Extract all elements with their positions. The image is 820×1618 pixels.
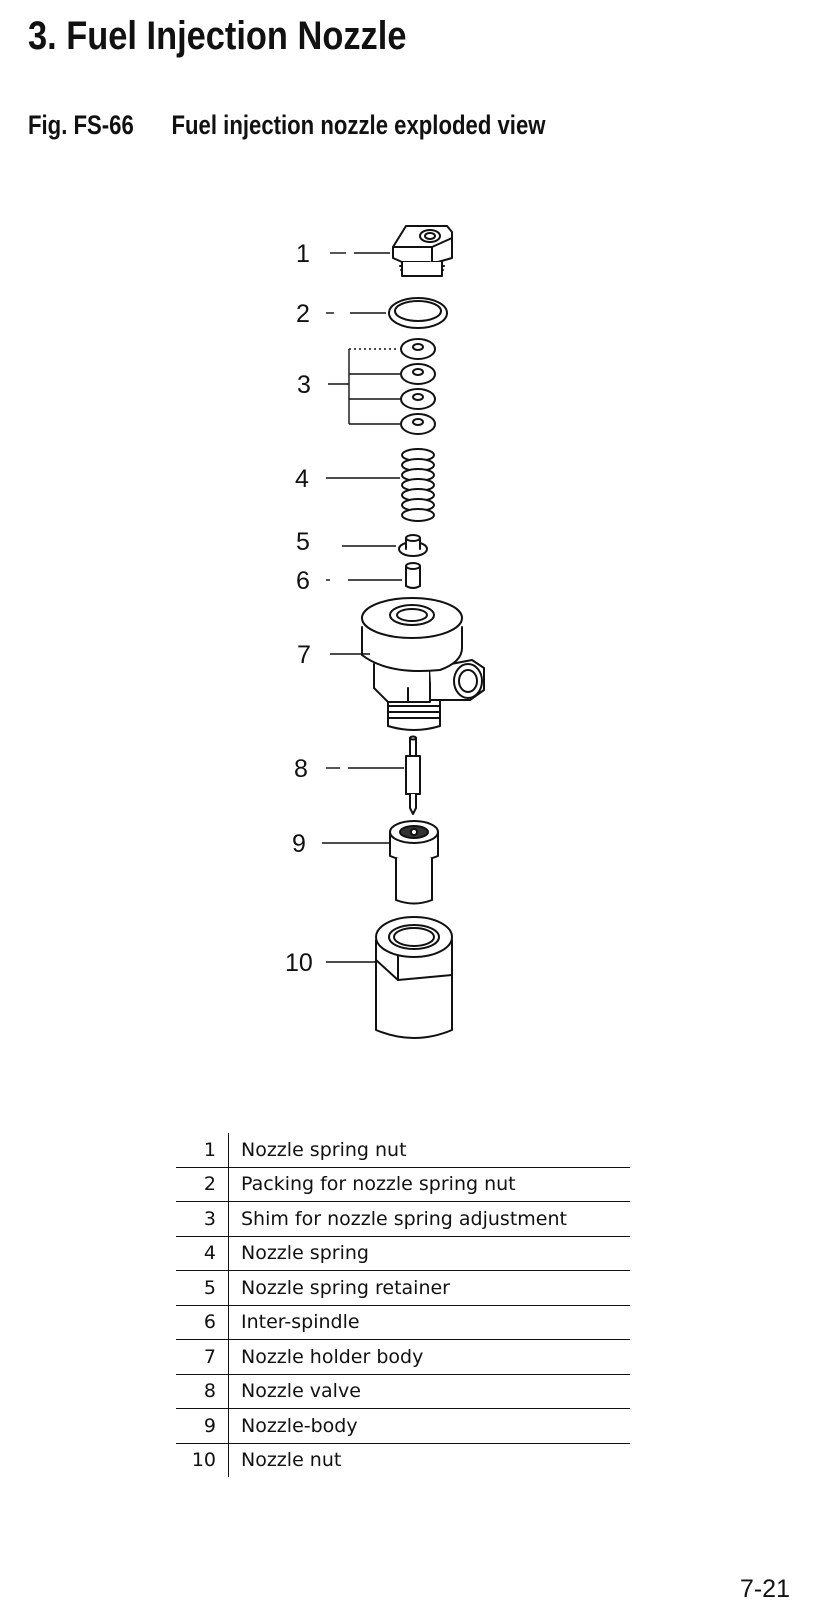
parts-legend-table: 1 Nozzle spring nut 2 Packing for nozzle s… <box>176 1133 630 1477</box>
figure-label: Fig. FS-66 <box>28 110 134 140</box>
nozzle-body-drawing <box>389 820 439 905</box>
callout-7: 7 <box>297 641 311 669</box>
table-row: 3 Shim for nozzle spring adjustment <box>176 1201 630 1236</box>
part-number: 2 <box>176 1167 229 1202</box>
shims-drawing <box>400 338 436 435</box>
part-number: 5 <box>176 1270 229 1305</box>
table-row: 1 Nozzle spring nut <box>176 1133 630 1167</box>
packing-drawing <box>388 297 448 329</box>
part-number: 8 <box>176 1374 229 1409</box>
part-name: Inter-spindle <box>241 1311 360 1334</box>
table-row: 2 Packing for nozzle spring nut <box>176 1167 630 1202</box>
part-name: Nozzle spring <box>241 1242 369 1265</box>
part-name: Nozzle spring nut <box>241 1138 407 1161</box>
inter-spindle-drawing <box>405 562 421 589</box>
figure-title: Fuel injection nozzle exploded view <box>171 110 546 140</box>
part-name: Nozzle spring retainer <box>241 1276 450 1299</box>
part-number: 9 <box>176 1408 229 1443</box>
part-number: 6 <box>176 1305 229 1340</box>
table-row: 8 Nozzle valve <box>176 1374 630 1409</box>
callout-9: 9 <box>292 830 306 858</box>
part-name: Nozzle nut <box>241 1449 342 1472</box>
part-number: 10 <box>176 1443 229 1477</box>
leader-lines <box>322 252 404 963</box>
part-number: 1 <box>176 1133 229 1167</box>
exploded-view-diagram: 1 2 3 4 5 6 7 8 9 10 <box>285 225 485 1039</box>
table-row: 10 Nozzle nut <box>176 1443 630 1477</box>
figure-caption: Fig. FS-66 Fuel injection nozzle exploded… <box>28 110 545 141</box>
spring-drawing <box>401 448 435 522</box>
table-row: 7 Nozzle holder body <box>176 1339 630 1374</box>
callout-8: 8 <box>294 755 308 783</box>
table-row: 6 Inter-spindle <box>176 1305 630 1340</box>
page-title: 3. Fuel Injection Nozzle <box>28 14 407 58</box>
table-row: 5 Nozzle spring retainer <box>176 1270 630 1305</box>
part-name: Shim for nozzle spring adjustment <box>241 1207 567 1230</box>
callout-10: 10 <box>285 949 313 977</box>
nozzle-holder-body-drawing <box>361 597 485 731</box>
callout-6: 6 <box>296 567 310 595</box>
page-number: 7-21 <box>739 1575 790 1603</box>
part-name: Packing for nozzle spring nut <box>241 1173 516 1196</box>
part-number: 3 <box>176 1201 229 1236</box>
part-number: 7 <box>176 1339 229 1374</box>
part-name: Nozzle holder body <box>241 1345 424 1368</box>
callout-3: 3 <box>297 371 311 399</box>
nozzle-valve-drawing <box>405 735 421 815</box>
part-name: Nozzle-body <box>241 1414 358 1437</box>
spring-retainer-drawing <box>398 534 428 557</box>
callout-numbers: 1 2 3 4 5 6 7 8 9 10 <box>285 240 313 977</box>
callout-2: 2 <box>296 300 310 328</box>
table-row: 4 Nozzle spring <box>176 1236 630 1271</box>
table-row: 9 Nozzle-body <box>176 1408 630 1443</box>
nozzle-nut-drawing <box>375 916 453 1039</box>
callout-4: 4 <box>295 465 309 493</box>
part-number: 4 <box>176 1236 229 1271</box>
callout-5: 5 <box>296 528 310 556</box>
nozzle-spring-nut-drawing <box>392 225 453 277</box>
callout-1: 1 <box>296 240 310 268</box>
part-name: Nozzle valve <box>241 1380 361 1403</box>
